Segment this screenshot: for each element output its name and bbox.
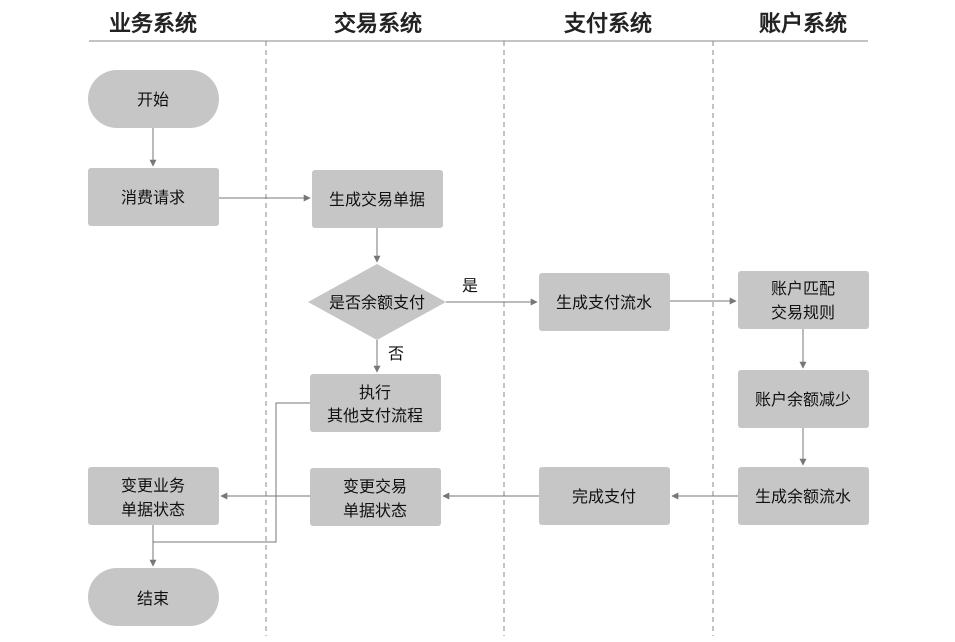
node-reduce-balance: 账户余额减少: [738, 370, 869, 428]
lane-title-account: 账户系统: [759, 11, 847, 37]
node-end: 结束: [88, 568, 219, 626]
node-update-business: 变更业务 单据状态: [88, 467, 219, 525]
svg-text:完成支付: 完成支付: [572, 487, 636, 506]
node-match-rules: 账户匹配 交易规则: [738, 271, 869, 329]
svg-text:交易规则: 交易规则: [771, 303, 835, 322]
svg-text:结束: 结束: [137, 589, 169, 608]
node-consume-request: 消费请求: [88, 168, 219, 226]
node-update-trade: 变更交易 单据状态: [310, 468, 441, 526]
edge-other-payment-to-end: [153, 402, 310, 543]
svg-text:消费请求: 消费请求: [121, 188, 185, 207]
svg-text:单据状态: 单据状态: [343, 501, 407, 520]
node-complete-payment: 完成支付: [539, 467, 670, 525]
svg-text:变更业务: 变更业务: [121, 476, 185, 495]
svg-text:变更交易: 变更交易: [343, 477, 407, 496]
edge-label-no: 否: [388, 344, 404, 363]
svg-text:单据状态: 单据状态: [121, 500, 185, 519]
node-balance-decision: 是否余额支付: [308, 264, 446, 340]
svg-text:是否余额支付: 是否余额支付: [329, 293, 425, 312]
node-gen-trade-doc: 生成交易单据: [312, 170, 443, 228]
svg-text:生成余额流水: 生成余额流水: [755, 487, 851, 506]
edge-label-yes: 是: [462, 276, 478, 295]
lane-title-business: 业务系统: [109, 11, 197, 37]
svg-text:账户余额减少: 账户余额减少: [755, 390, 851, 409]
node-gen-balance-flow: 生成余额流水: [738, 467, 869, 525]
svg-text:生成支付流水: 生成支付流水: [556, 293, 652, 312]
svg-text:开始: 开始: [137, 90, 169, 109]
node-other-payment: 执行 其他支付流程: [310, 374, 441, 432]
svg-text:执行: 执行: [359, 383, 391, 402]
node-gen-pay-flow: 生成支付流水: [539, 273, 670, 331]
node-start: 开始: [88, 70, 219, 128]
svg-text:账户匹配: 账户匹配: [771, 279, 835, 298]
lane-title-payment: 支付系统: [564, 11, 652, 37]
svg-text:其他支付流程: 其他支付流程: [327, 406, 423, 425]
lane-title-trade: 交易系统: [334, 11, 422, 37]
svg-text:生成交易单据: 生成交易单据: [329, 190, 425, 209]
